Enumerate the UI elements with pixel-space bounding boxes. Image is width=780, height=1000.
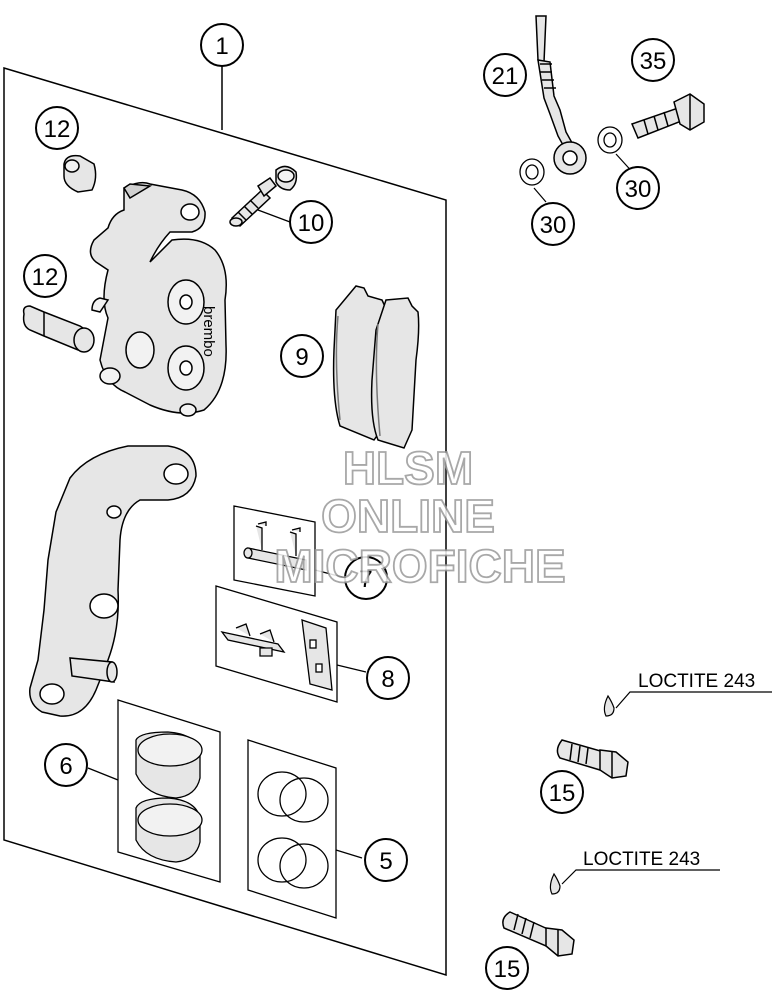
svg-text:21: 21 [492,63,519,90]
svg-text:HLSM: HLSM [343,442,473,494]
callout-30-lower[interactable]: 30 [531,202,575,246]
leader-8 [336,664,367,673]
callout-8[interactable]: 8 [366,656,410,700]
callout-15-upper[interactable]: 15 [540,770,584,814]
svg-text:35: 35 [640,48,667,75]
svg-text:9: 9 [295,344,308,371]
svg-text:7: 7 [359,566,372,593]
leader-6 [87,767,119,781]
rubber-boot[interactable] [63,154,97,193]
svg-text:6: 6 [59,753,72,780]
svg-text:MICROFICHE: MICROFICHE [274,540,565,592]
svg-text:1: 1 [215,33,228,60]
svg-text:ONLINE: ONLINE [321,490,495,542]
leader-30-lower [533,187,547,203]
leader-7 [314,569,347,579]
loctite-drop-upper [603,694,615,717]
banjo-fitting[interactable] [553,141,587,175]
callout-10[interactable]: 10 [289,200,333,244]
callout-21[interactable]: 21 [483,53,527,97]
loctite-note-upper: LOCTITE 243 [638,671,755,692]
svg-text:30: 30 [625,176,652,203]
brake-pads[interactable] [332,285,420,449]
loctite-leader-upper [615,691,772,709]
banjo-bolt[interactable] [630,93,705,139]
svg-text:12: 12 [44,116,71,143]
svg-text:30: 30 [540,212,567,239]
loctite-note-lower: LOCTITE 243 [583,849,700,870]
callout-9[interactable]: 9 [280,334,324,378]
sealing-washer-left[interactable] [519,158,545,186]
bracket-bolt-lower[interactable] [502,911,575,957]
pad-pins[interactable] [243,521,307,571]
sealing-washer-right[interactable] [597,126,623,154]
brake-hose[interactable] [535,15,578,155]
pin-kit-panel [233,505,316,597]
callout-7[interactable]: 7 [344,556,388,600]
pad-spring[interactable] [220,619,333,691]
callout-12-pin[interactable]: 12 [23,254,67,298]
callout-1[interactable]: 1 [200,23,244,67]
svg-text:5: 5 [379,848,392,875]
callout-5[interactable]: 5 [364,838,408,882]
loctite-leader-lower [561,869,720,885]
callout-15-lower[interactable]: 15 [485,946,529,990]
svg-text:10: 10 [298,210,325,237]
caliper-brand-mark: brembo [200,306,217,357]
callout-12-boot[interactable]: 12 [35,106,79,150]
guide-pin[interactable] [22,305,95,353]
piston-seals[interactable] [257,771,329,889]
leader-10 [257,209,291,223]
svg-text:15: 15 [549,780,576,807]
callout-30-upper[interactable]: 30 [616,166,660,210]
callout-6[interactable]: 6 [44,743,88,787]
brake-caliper[interactable] [89,181,227,417]
svg-text:15: 15 [494,956,521,983]
bracket-bolt-upper[interactable] [556,739,629,779]
callout-35[interactable]: 35 [631,38,675,82]
svg-text:12: 12 [32,264,59,291]
leader-5 [335,849,363,859]
pistons[interactable] [135,731,203,863]
bleed-screw[interactable] [229,176,278,228]
watermark: HLSM ONLINE MICROFICHE [273,441,566,593]
loctite-drop-lower [549,872,561,895]
caliper-bracket[interactable] [29,445,197,717]
svg-text:8: 8 [381,666,394,693]
bleed-screw-cap[interactable] [275,165,298,191]
seal-kit-panel [247,739,337,919]
